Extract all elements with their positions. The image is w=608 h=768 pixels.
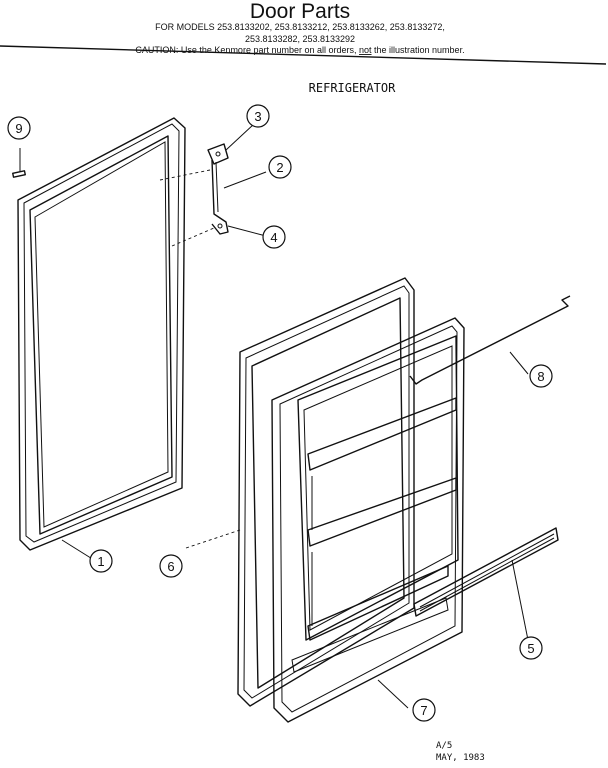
svg-text:3: 3 bbox=[254, 109, 261, 124]
models-line-1: FOR MODELS 253.8133202, 253.8133212, 253… bbox=[155, 22, 445, 32]
callout-6: 6 bbox=[159, 554, 183, 578]
shelf-rail bbox=[413, 527, 559, 617]
callout-3: 3 bbox=[246, 104, 270, 128]
caution-note: CAUTION: Use the Kenmore part number on … bbox=[135, 45, 464, 55]
footer-code: A/5 bbox=[436, 741, 452, 751]
callout-1: 1 bbox=[89, 549, 113, 573]
svg-text:2: 2 bbox=[276, 160, 283, 175]
svg-text:9: 9 bbox=[15, 121, 22, 136]
shelf-rod bbox=[409, 295, 571, 385]
caution-suffix: the illustration number. bbox=[372, 45, 465, 55]
section-label: REFRIGERATOR bbox=[309, 81, 396, 95]
gasket-center-frame bbox=[237, 277, 415, 707]
svg-text:8: 8 bbox=[537, 369, 544, 384]
svg-text:5: 5 bbox=[527, 641, 534, 656]
hinge-bracket bbox=[207, 143, 229, 235]
svg-text:6: 6 bbox=[167, 559, 174, 574]
svg-text:1: 1 bbox=[97, 554, 104, 569]
page-title: Door Parts bbox=[250, 0, 350, 23]
pin-part bbox=[12, 170, 26, 178]
callout-5: 5 bbox=[519, 636, 543, 660]
header-rule bbox=[0, 45, 607, 65]
callout-8: 8 bbox=[529, 364, 553, 388]
footer-date: MAY, 1983 bbox=[436, 753, 485, 763]
svg-text:4: 4 bbox=[270, 230, 277, 245]
callout-2: 2 bbox=[268, 155, 292, 179]
gasket-left-frame bbox=[17, 117, 186, 551]
callout-4: 4 bbox=[262, 225, 286, 249]
callout-9: 9 bbox=[7, 116, 31, 140]
caution-not: not bbox=[359, 45, 372, 55]
svg-text:7: 7 bbox=[420, 703, 427, 718]
door-panel bbox=[271, 317, 465, 723]
caution-prefix: CAUTION: Use the Kenmore part number on … bbox=[135, 45, 359, 55]
callout-7: 7 bbox=[412, 698, 436, 722]
models-line-2: 253.8133282, 253.8133292 bbox=[245, 34, 355, 44]
